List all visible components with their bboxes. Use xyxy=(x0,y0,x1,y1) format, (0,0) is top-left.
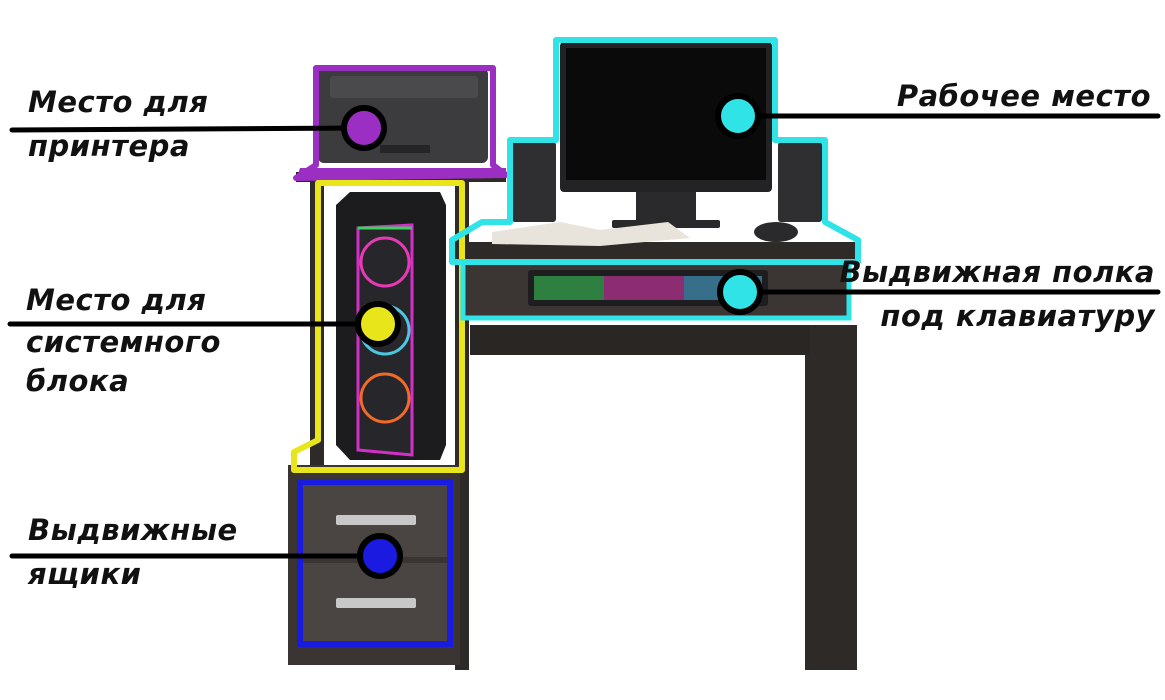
monitor xyxy=(560,42,772,228)
label-keyboard-shelf-line1: Выдвижная полка xyxy=(839,255,1155,289)
label-keyboard-shelf-line2: под клавиатуру xyxy=(880,299,1155,334)
leader-lines xyxy=(7,113,1161,559)
printer xyxy=(318,68,488,163)
drawers-marker xyxy=(357,533,403,579)
drawers-zone xyxy=(297,479,453,647)
fan-top xyxy=(359,236,411,288)
system-unit-marker xyxy=(355,301,401,347)
desk-right-leg xyxy=(805,325,857,670)
label-workspace-line1: Рабочее место xyxy=(896,79,1151,113)
fan-bottom xyxy=(359,372,411,424)
printer-shelf-highlight xyxy=(296,168,506,180)
label-printer-line1: Место для xyxy=(28,85,209,119)
workspace-marker xyxy=(715,93,761,139)
zone-outlines xyxy=(291,37,861,647)
system-unit-zone xyxy=(291,180,465,473)
drawer-handle-bottom xyxy=(336,598,416,608)
tabletop xyxy=(455,242,856,262)
label-printer-line2: принтера xyxy=(28,129,190,164)
leader-printer xyxy=(9,125,367,133)
label-workspace: Рабочее место xyxy=(897,78,1151,114)
label-drawers: Выдвижные ящики xyxy=(28,512,238,593)
open-book xyxy=(492,222,690,246)
desk-back-panel xyxy=(470,325,810,355)
speaker-left xyxy=(512,142,556,222)
speaker-right xyxy=(778,142,822,222)
mouse xyxy=(754,222,798,242)
markers xyxy=(341,93,763,579)
label-printer: Место для принтера xyxy=(28,84,208,165)
keyboard-shelf-marker xyxy=(717,269,763,315)
printer-marker xyxy=(341,105,387,151)
label-system-unit-line1: Место для xyxy=(26,283,207,317)
label-drawers-line1: Выдвижные xyxy=(28,513,238,547)
label-drawers-line2: ящики xyxy=(28,557,142,592)
label-system-unit-line2: системного xyxy=(26,325,221,360)
drawer-handle-top xyxy=(336,515,416,525)
label-system-unit-line3: блока xyxy=(26,363,130,398)
label-keyboard-shelf: Выдвижная полка под клавиатуру xyxy=(839,254,1155,335)
label-system-unit: Место для системного блока xyxy=(26,282,221,399)
